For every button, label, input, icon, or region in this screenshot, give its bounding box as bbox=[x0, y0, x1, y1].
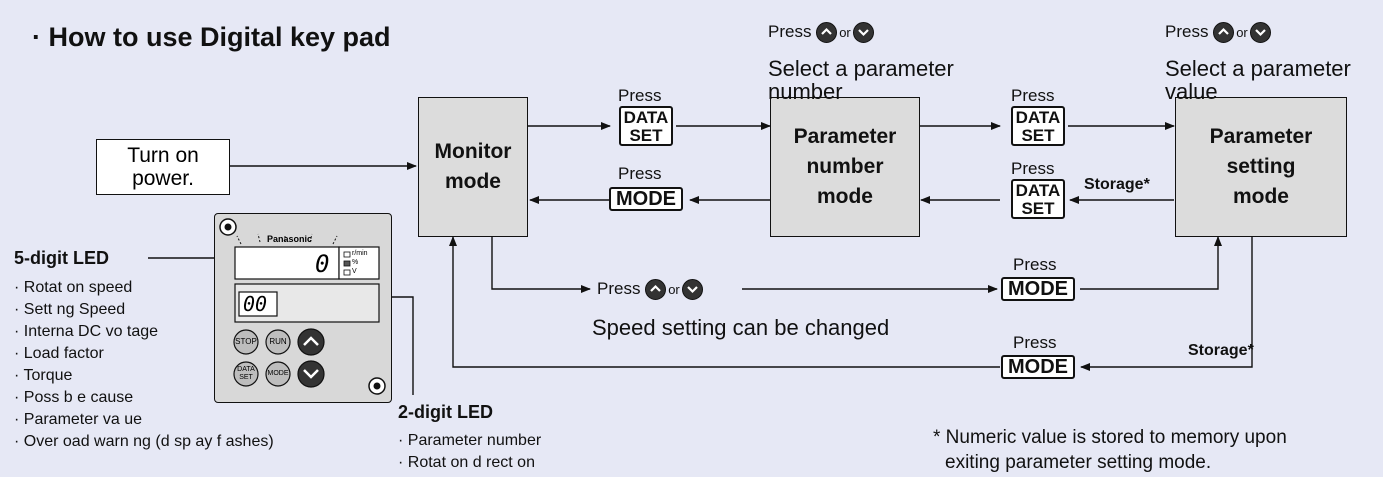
setting-line1: Parameter bbox=[1209, 125, 1313, 148]
press-updown-value: Press or bbox=[1165, 22, 1271, 44]
press-updown-number: Press or bbox=[768, 22, 874, 44]
stop-button: STOP bbox=[235, 337, 257, 346]
press-label: Press bbox=[597, 279, 641, 298]
list-item: · Rotat on speed bbox=[14, 279, 133, 296]
footnote: * Numeric value is stored to memory upon… bbox=[933, 425, 1287, 475]
two-digit-led-list: · Parameter number · Rotat on d rect on bbox=[398, 430, 541, 474]
arrow-setting-to-monitor bbox=[1080, 237, 1253, 371]
mode-key: MODE bbox=[1001, 277, 1075, 301]
two-digit-display: 00 bbox=[243, 292, 268, 316]
or-label: or bbox=[668, 282, 680, 298]
or-label: or bbox=[1236, 25, 1248, 41]
list-item: · Rotat on d rect on bbox=[398, 454, 535, 471]
select-number-line2: number bbox=[768, 79, 843, 104]
key-data-text: DATA bbox=[1015, 181, 1061, 200]
down-arrow-icon bbox=[1249, 22, 1271, 44]
press-updown-speed: Press or bbox=[594, 279, 706, 301]
select-number-line1: Select a parameter bbox=[768, 56, 954, 81]
press-label: Press bbox=[618, 86, 662, 105]
select-value-line1: Select a parameter bbox=[1165, 56, 1351, 81]
five-digit-led-list: · Rotat on speed · Sett ng Speed · Inter… bbox=[14, 277, 274, 453]
list-item: · Interna DC vo tage bbox=[14, 323, 159, 340]
number-line3: mode bbox=[816, 185, 873, 208]
btn-set-text: SET bbox=[239, 374, 253, 381]
select-value-line2: value bbox=[1165, 79, 1218, 104]
key-data-text: DATA bbox=[623, 108, 669, 127]
run-button: RUN bbox=[269, 337, 287, 346]
list-item: · Over oad warn ng (d sp ay f ashes) bbox=[14, 433, 274, 450]
key-data-text: DATA bbox=[1015, 108, 1061, 127]
list-item: · Torque bbox=[14, 367, 73, 384]
device-details bbox=[219, 218, 386, 395]
arrow-monitor-speed bbox=[491, 237, 591, 293]
start-line2: power. bbox=[132, 167, 194, 190]
key-set-text: SET bbox=[629, 126, 663, 145]
list-item: · Load factor bbox=[14, 345, 104, 362]
key-set-text: SET bbox=[1021, 126, 1055, 145]
press-label: Press bbox=[1013, 333, 1057, 352]
list-item: · Poss b e cause bbox=[14, 389, 134, 406]
mode-button: MODE bbox=[267, 370, 289, 377]
up-arrow-icon bbox=[645, 279, 667, 301]
two-digit-led-title: 2-digit LED bbox=[398, 402, 493, 422]
press-label: Press bbox=[1011, 86, 1055, 105]
number-line2: number bbox=[806, 155, 884, 178]
page-title: · How to use Digital key pad bbox=[32, 22, 391, 52]
monitor-mode-box: Monitor mode bbox=[418, 97, 528, 237]
press-label: Press bbox=[1013, 255, 1057, 274]
press-label: Press bbox=[618, 164, 662, 183]
footnote-line2: exiting parameter setting mode. bbox=[945, 452, 1212, 473]
btn-data-text: DATA bbox=[237, 366, 255, 373]
list-item: · Parameter va ue bbox=[14, 411, 143, 428]
or-label: or bbox=[839, 25, 851, 41]
parameter-number-mode-box: Parameter number mode bbox=[770, 97, 920, 237]
parameter-setting-mode-box: Parameter setting mode bbox=[1175, 97, 1347, 237]
storage-label: Storage* bbox=[1084, 176, 1150, 193]
number-line1: Parameter bbox=[793, 125, 897, 148]
list-item: · Sett ng Speed bbox=[14, 301, 126, 318]
unit-percent: % bbox=[352, 259, 359, 266]
unit-rmin: r/min bbox=[352, 250, 368, 257]
setting-line3: mode bbox=[1232, 185, 1289, 208]
down-arrow-icon bbox=[852, 22, 874, 44]
press-label: Press bbox=[1165, 22, 1209, 41]
mode-key: MODE bbox=[609, 187, 683, 211]
five-digit-led-title: 5-digit LED bbox=[14, 248, 109, 268]
down-arrow-icon bbox=[681, 279, 703, 301]
up-arrow-icon bbox=[1213, 22, 1235, 44]
footnote-line1: * Numeric value is stored to memory upon bbox=[933, 427, 1287, 448]
five-digit-display: 0 bbox=[315, 250, 330, 278]
up-arrow-icon bbox=[816, 22, 838, 44]
setting-line2: setting bbox=[1226, 155, 1296, 178]
mode-key: MODE bbox=[1001, 355, 1075, 379]
storage-label: Storage* bbox=[1188, 342, 1254, 359]
key-set-text: SET bbox=[1021, 199, 1055, 218]
press-label: Press bbox=[768, 22, 812, 41]
brand-logo: Panasonic bbox=[267, 234, 313, 244]
monitor-line1: Monitor bbox=[434, 140, 512, 163]
press-label: Press bbox=[1011, 159, 1055, 178]
speed-setting-text: Speed setting can be changed bbox=[592, 315, 890, 340]
unit-volt: V bbox=[352, 268, 357, 275]
start-line1: Turn on bbox=[127, 144, 199, 167]
monitor-line2: mode bbox=[444, 170, 501, 193]
list-item: · Parameter number bbox=[398, 432, 542, 449]
